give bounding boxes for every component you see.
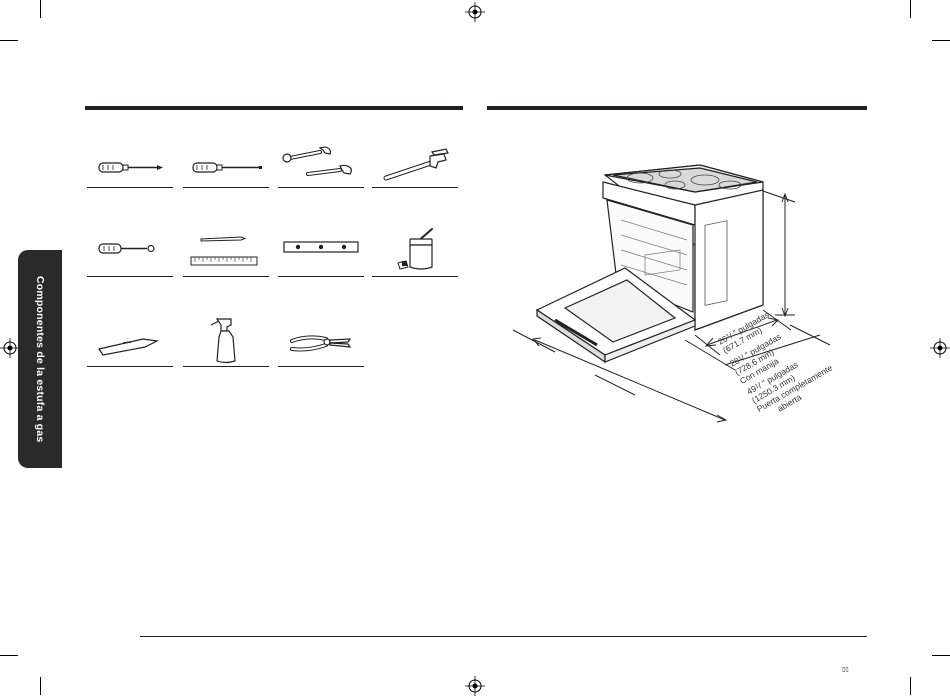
crop-mark	[910, 0, 911, 18]
tool-small-screwdriver	[87, 227, 173, 277]
adjustable-wrench-icon	[278, 138, 364, 186]
crop-mark	[0, 40, 18, 41]
tool-spray-bottle	[183, 317, 269, 367]
level-icon	[278, 227, 364, 275]
pencil-ruler-icon	[183, 227, 269, 275]
tool-pliers	[278, 317, 364, 367]
pipe-wrench-icon	[372, 138, 458, 186]
tool-level	[278, 227, 364, 277]
flat-screwdriver-icon	[183, 138, 269, 186]
sealant-jar-icon	[372, 227, 458, 275]
tools-section-rule	[85, 106, 463, 110]
crop-mark	[40, 0, 41, 18]
small-screwdriver-icon	[87, 227, 173, 275]
crop-mark	[0, 655, 18, 656]
footer-rule	[140, 636, 867, 637]
height-dimension-line	[760, 190, 795, 316]
pliers-icon	[278, 317, 364, 365]
crop-mark	[932, 40, 950, 41]
registration-mark-icon	[930, 338, 950, 358]
spray-bottle-icon	[183, 317, 269, 365]
tool-pipe-wrench	[372, 138, 458, 188]
dimensions-section-rule	[487, 106, 867, 110]
tool-flat-screwdriver	[183, 138, 269, 188]
crop-mark	[910, 677, 911, 695]
registration-mark-icon	[465, 676, 485, 696]
registration-mark-icon	[0, 338, 20, 358]
tool-utility-knife	[87, 317, 173, 367]
utility-knife-icon	[87, 317, 173, 365]
tool-phillips-screwdriver	[87, 138, 173, 188]
chapter-side-tab-label: Componentes de la estufa a gas	[18, 250, 62, 468]
crop-mark	[40, 677, 41, 695]
tool-pencil-and-ruler	[183, 227, 269, 277]
registration-mark-icon	[465, 2, 485, 22]
chapter-side-tab: Componentes de la estufa a gas	[18, 250, 62, 468]
tool-pipe-sealant	[372, 227, 458, 277]
tool-adjustable-wrenches	[278, 138, 364, 188]
phillips-screwdriver-icon	[87, 138, 173, 186]
crop-mark	[932, 655, 950, 656]
page-number: ▯▯	[842, 666, 849, 673]
